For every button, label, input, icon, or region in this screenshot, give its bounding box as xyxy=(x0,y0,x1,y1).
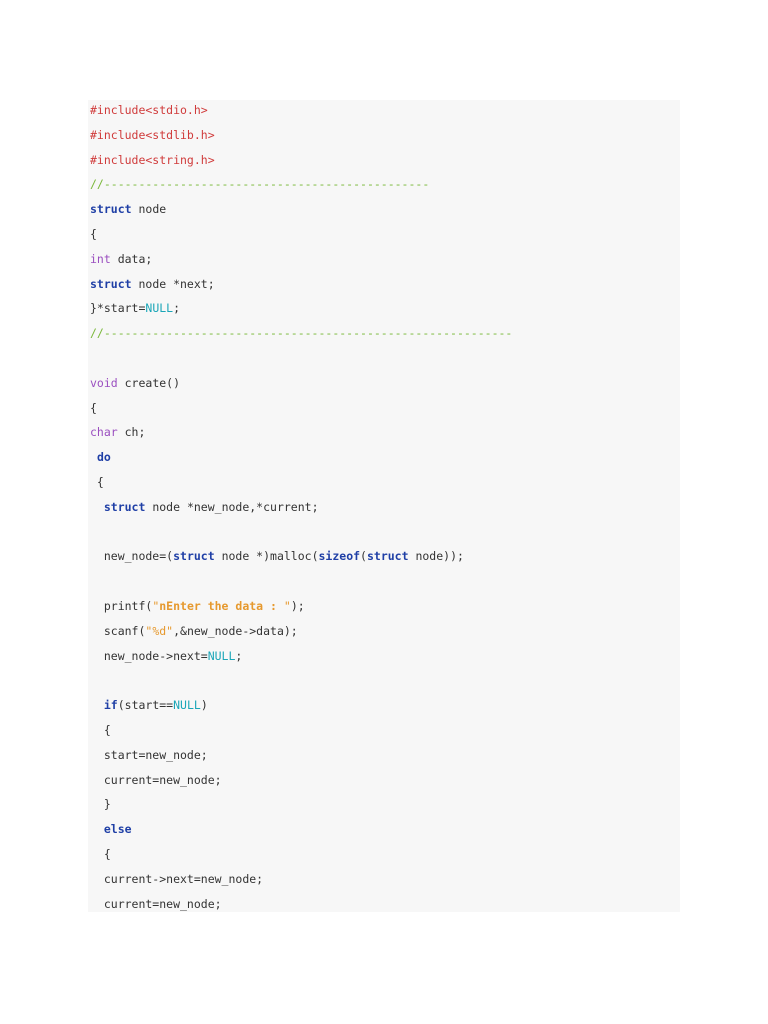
code-token-keyword: do xyxy=(96,450,111,465)
code-token-comment: //--------------------------------------… xyxy=(90,177,430,192)
code-token-plain: scanf( xyxy=(90,623,146,638)
code-token-plain: node)); xyxy=(408,549,464,564)
code-line: #include<stdlib.h> xyxy=(90,125,680,150)
code-token-type: char xyxy=(90,425,118,440)
code-token-comment: //--------------------------------------… xyxy=(90,326,513,341)
code-token-const: NULL xyxy=(173,698,201,713)
code-line: scanf("%d",&new_node->data); xyxy=(90,621,680,646)
code-token-plain xyxy=(90,500,104,514)
code-line: { xyxy=(90,224,680,249)
code-line: { xyxy=(90,472,680,497)
code-line: struct node xyxy=(90,199,680,224)
code-token-plain: current->next=new_node; xyxy=(90,871,264,886)
code-token-plain: new_node->next= xyxy=(90,648,208,663)
code-line: { xyxy=(90,398,680,423)
code-token-plain: node xyxy=(131,202,167,217)
code-token-plain: ; xyxy=(173,301,181,316)
code-token-plain xyxy=(90,822,104,836)
code-token-directive: #include<stdlib.h> xyxy=(90,127,215,142)
code-line: new_node=(struct node *)malloc(sizeof(st… xyxy=(90,546,680,571)
code-token-const: NULL xyxy=(145,301,174,316)
code-token-plain: { xyxy=(90,474,104,489)
code-line: do xyxy=(90,447,680,472)
code-token-keyword: else xyxy=(103,822,132,837)
code-line xyxy=(90,670,680,695)
code-line xyxy=(90,571,680,596)
code-token-plain: { xyxy=(90,846,111,861)
code-token-keyword: struct xyxy=(366,549,409,564)
code-line: char ch; xyxy=(90,422,680,447)
code-line: { xyxy=(90,720,680,745)
code-line: int data; xyxy=(90,249,680,274)
code-line xyxy=(90,522,680,547)
code-token-plain: } xyxy=(90,797,111,812)
code-token-string: " xyxy=(283,598,291,613)
code-token-keyword: struct xyxy=(173,549,215,564)
code-token-type: void xyxy=(90,375,118,390)
code-token-plain: new_node=( xyxy=(90,549,174,564)
code-line: printf("nEnter the data : "); xyxy=(90,596,680,621)
code-token-plain: create() xyxy=(117,375,181,390)
code-token-plain: ); xyxy=(290,598,305,613)
code-token-plain: ) xyxy=(200,698,208,713)
code-line: new_node->next=NULL; xyxy=(90,646,680,671)
code-line: //--------------------------------------… xyxy=(90,323,680,348)
code-token-const: NULL xyxy=(207,648,236,663)
code-line: struct node *new_node,*current; xyxy=(90,497,680,522)
code-token-plain: ch; xyxy=(117,425,146,440)
code-token-keyword: struct xyxy=(103,499,146,514)
code-token-escape: nEnter the data : xyxy=(159,598,284,613)
code-line: else xyxy=(90,819,680,844)
code-token-plain: current=new_node; xyxy=(90,772,222,787)
code-line: void create() xyxy=(90,373,680,398)
code-token-plain: start=new_node; xyxy=(90,747,208,762)
code-token-plain: node *next; xyxy=(131,276,215,291)
code-token-plain xyxy=(90,698,104,712)
code-token-plain: { xyxy=(90,400,97,415)
code-token-keyword: struct xyxy=(90,202,132,217)
code-line: #include<string.h> xyxy=(90,150,680,175)
code-line: struct node *next; xyxy=(90,274,680,299)
code-token-plain: { xyxy=(90,226,97,241)
code-token-plain: ( xyxy=(360,549,367,564)
code-block: #include<stdio.h> #include<stdlib.h> #incl… xyxy=(88,100,680,912)
code-line: //--------------------------------------… xyxy=(90,174,680,199)
code-line: #include<stdio.h> xyxy=(90,100,680,125)
code-token-type: int xyxy=(90,251,111,266)
code-token-plain xyxy=(90,450,97,464)
code-line: }*start=NULL; xyxy=(90,298,680,323)
code-token-string: " xyxy=(152,598,160,613)
code-token-plain: { xyxy=(90,722,111,737)
code-line: current->next=new_node; xyxy=(90,869,680,894)
code-token-plain: ; xyxy=(235,648,243,663)
code-line: current=new_node; xyxy=(90,770,680,795)
code-token-plain: data; xyxy=(110,251,153,266)
code-token-plain: }*start= xyxy=(90,301,146,316)
code-token-plain: ,&new_node->data); xyxy=(173,623,298,638)
code-line: current=new_node; xyxy=(90,894,680,913)
code-token-keyword: struct xyxy=(90,276,132,291)
code-line: start=new_node; xyxy=(90,745,680,770)
code-token-plain: (start== xyxy=(117,698,174,713)
code-token-plain: node *new_node,*current; xyxy=(145,499,319,514)
code-token-string: "%d" xyxy=(145,623,174,638)
code-token-plain: printf( xyxy=(90,598,153,613)
code-line: } xyxy=(90,794,680,819)
code-token-keyword: if xyxy=(103,698,118,713)
code-lines: #include<stdio.h> #include<stdlib.h> #incl… xyxy=(90,100,680,912)
code-line: { xyxy=(90,844,680,869)
code-line xyxy=(90,348,680,373)
code-token-plain: current=new_node; xyxy=(90,896,222,911)
code-token-keyword: sizeof xyxy=(318,549,361,564)
code-line: if(start==NULL) xyxy=(90,695,680,720)
code-token-directive: #include<string.h> xyxy=(90,152,215,167)
code-token-plain: node *)malloc( xyxy=(214,549,319,564)
code-token-directive: #include<stdio.h> xyxy=(90,103,208,117)
